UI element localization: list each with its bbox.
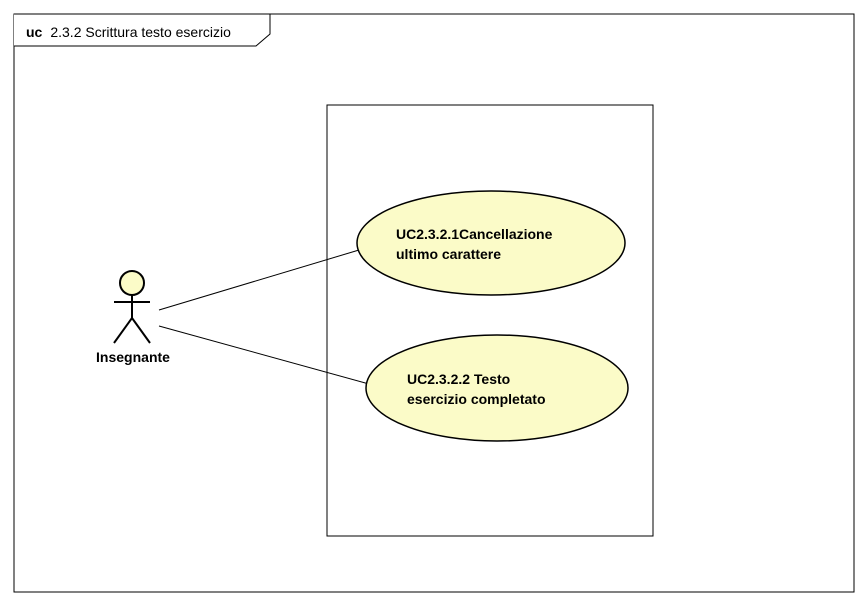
actor-head [119, 270, 145, 296]
use-case-2[interactable]: UC2.3.2.2 Testo esercizio completato [365, 334, 629, 442]
actor-insegnante[interactable]: Insegnante [96, 270, 170, 365]
system-boundary [326, 104, 654, 537]
actor-left-leg [113, 317, 133, 344]
use-case-2-line-1: UC2.3.2.2 Testo [407, 371, 510, 387]
use-case-ellipse [356, 190, 626, 296]
association-line [158, 325, 370, 385]
use-case-ellipse [365, 334, 629, 442]
use-case-1-line-2: ultimo carattere [396, 246, 501, 262]
frame-title-label: uc 2.3.2 Scrittura testo esercizio [26, 24, 231, 41]
use-case-1[interactable]: UC2.3.2.1Cancellazione ultimo carattere [356, 190, 626, 296]
actor-name: Insegnante [96, 349, 170, 365]
frame-title-tab [14, 13, 271, 47]
actor-right-leg [131, 317, 151, 344]
use-case-2-line-2: esercizio completato [407, 391, 546, 407]
association-line [158, 249, 360, 311]
use-case-1-line-1: UC2.3.2.1Cancellazione [396, 226, 553, 242]
frame-title: 2.3.2 Scrittura testo esercizio [50, 24, 231, 40]
frame-keyword: uc [26, 24, 43, 40]
